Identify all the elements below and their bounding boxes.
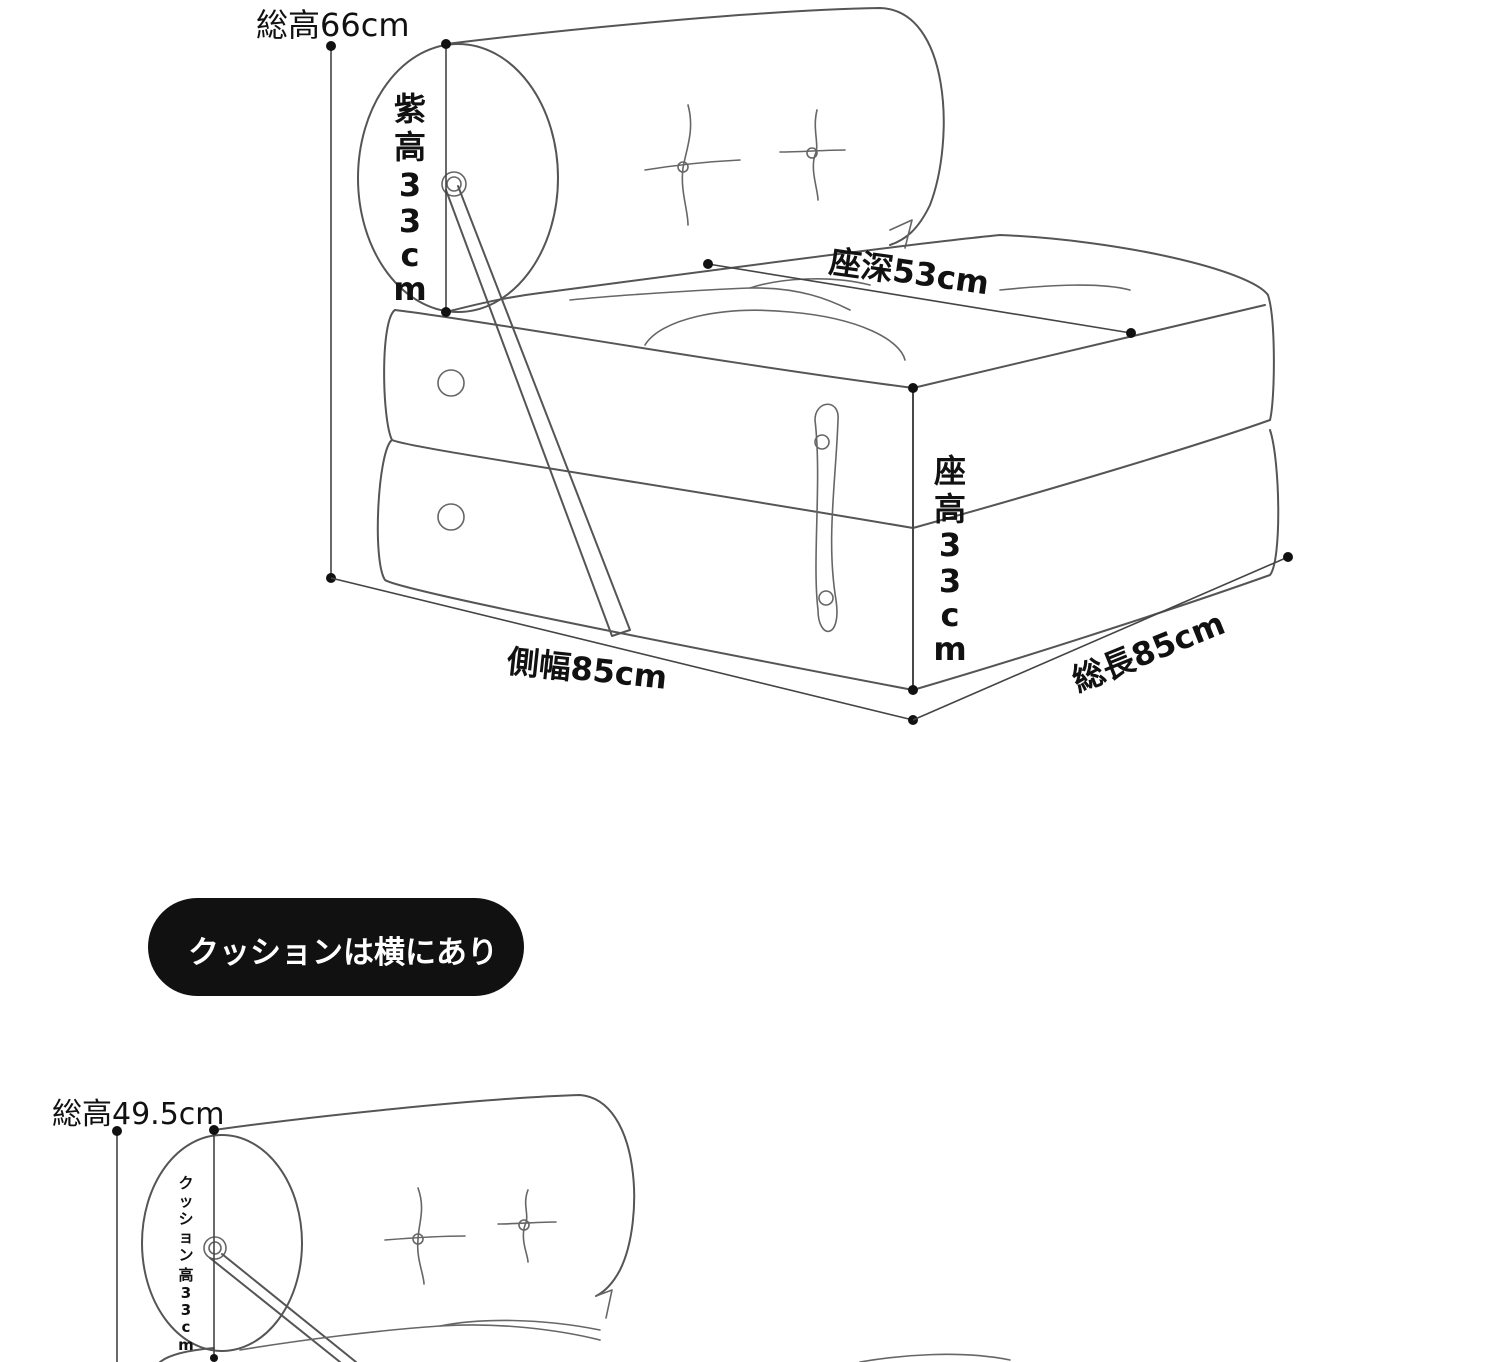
cushion-height-label: ク ッ シ ョ ン 高 3 3 c m [178,1174,194,1354]
cushion-height-char: ン [178,1246,193,1264]
total-height-label: 総高66cm [256,6,410,44]
seat-height-label: 座 高 3 3 c m [933,452,966,668]
bolster-height-char: 紫 [394,90,426,128]
cushion-height-char: ッ [178,1192,193,1210]
sofa-drawing-bottom: 総高49.5cm ク ッ シ ョ ン 高 3 3 c m [52,1094,1011,1362]
cushion-height-char: シ [178,1210,193,1228]
seat-height-char: m [933,630,966,668]
cushion-height-char: ョ [178,1228,193,1246]
cushion-note-badge: クッションは横にあり [148,898,524,996]
cushion-height-char: m [178,1336,194,1354]
seat-height-char: 座 [934,452,966,490]
sofa-handle [814,403,839,633]
bolster-height-char: 3 [399,166,421,204]
bolster-height-label: 紫 高 3 3 c m [393,90,426,308]
cushion-height-char: c [182,1318,191,1336]
seat-depth-label: 座深53cm [827,242,992,302]
bolster-height-char: c [401,236,420,274]
cushion-height-char: 3 [181,1284,191,1302]
bolster-cushion [357,7,945,313]
cushion-height-char: 3 [181,1301,191,1319]
seat-height-char: 3 [939,526,961,564]
cushion-height-char: ク [178,1174,193,1192]
dimension-lines-top [326,39,1293,725]
side-width-label: 側幅85cm [504,642,669,697]
seat-height-char: 高 [934,490,966,528]
sofa-drawing-top: 総高66cm 紫 高 3 3 c m 座深53cm 座 高 3 3 c m 側幅… [256,6,1293,725]
seat-height-char: c [941,596,960,634]
bolster-height-char: 3 [399,202,421,240]
cushion-note-text: クッションは横にあり [188,935,498,971]
seat-height-char: 3 [939,562,961,600]
cushion-height-char: 高 [178,1266,193,1284]
sofa-strap [445,185,631,637]
bolster-height-char: 高 [394,128,426,166]
bolster-height-char: m [393,270,426,308]
total-height-label-bottom: 総高49.5cm [52,1097,225,1132]
